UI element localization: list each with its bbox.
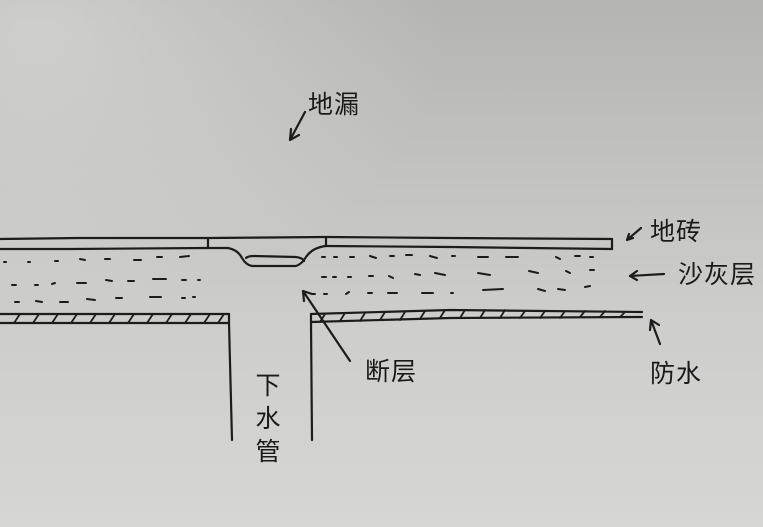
drain-pipe <box>227 312 314 442</box>
waterproof-layer-right <box>309 308 644 324</box>
label-mortar-layer: 沙灰层 <box>678 260 757 289</box>
arrow-floor-drain <box>288 110 307 142</box>
arrows <box>288 110 666 363</box>
label-waterproof: 防水 <box>650 359 703 388</box>
floor-tile-layer <box>0 235 614 251</box>
mortar-layer-marks <box>3 254 595 303</box>
label-fracture: 断层 <box>365 357 418 386</box>
label-floor-tile: 地砖 <box>650 217 703 246</box>
arrow-fracture <box>301 289 352 363</box>
arrow-waterproof <box>648 318 662 346</box>
arrow-mortar-layer <box>628 269 666 282</box>
label-floor-drain: 地漏 <box>308 90 361 119</box>
arrow-floor-tile <box>625 226 643 242</box>
floor-drain-shape <box>206 244 327 268</box>
label-drain-pipe: 下水管 <box>252 372 281 471</box>
waterproof-layer-left <box>0 312 231 325</box>
